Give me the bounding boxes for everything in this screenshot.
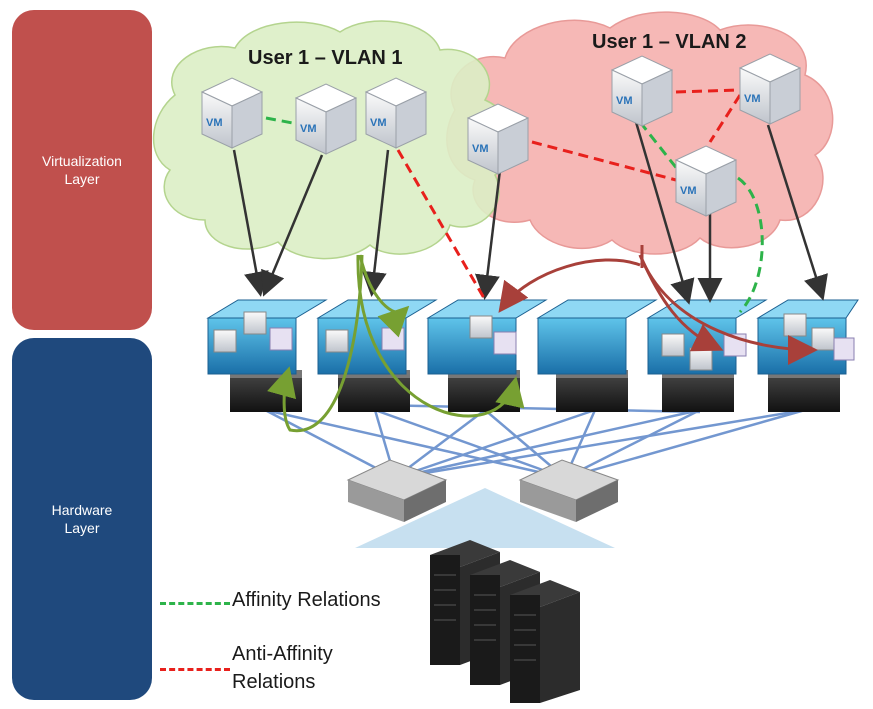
vm-cube-3: VM — [364, 77, 428, 149]
vlan1-title: User 1 – VLAN 1 — [248, 47, 403, 69]
anti-affinity-legend-line — [160, 668, 230, 671]
uplink-triangle — [355, 488, 615, 548]
migration-arrows-green — [267, 254, 525, 433]
hardware-layer-box: Hardware Layer — [12, 338, 152, 700]
network-links — [264, 403, 806, 480]
anti-affinity-links — [396, 88, 742, 299]
hardware-layer-label: Hardware Layer — [51, 502, 113, 536]
server-racks — [430, 540, 580, 703]
vlan2-title: User 1 – VLAN 2 — [592, 31, 747, 53]
vm-cube-4: VM — [466, 103, 530, 175]
vm-label: VM — [370, 117, 387, 129]
vm-cube-7: VM — [674, 145, 738, 217]
vm-cube-2: VM — [294, 83, 358, 155]
vm-cube-6: VM — [738, 53, 802, 125]
vm-label: VM — [616, 95, 633, 107]
placement-arrows — [232, 121, 828, 305]
vm-cube-5: VM — [610, 55, 674, 127]
host-1 — [206, 299, 328, 412]
vm-label: VM — [472, 143, 489, 155]
vm-label: VM — [206, 117, 223, 129]
migration-arrows-red — [498, 245, 818, 365]
anti-affinity-legend-label: Anti-Affinity Relations — [232, 643, 333, 693]
affinity-legend-line — [160, 602, 230, 605]
vm-label: VM — [744, 93, 761, 105]
vm-label: VM — [300, 123, 317, 135]
host-2 — [316, 299, 438, 412]
vm-label: VM — [680, 185, 697, 197]
affinity-links — [265, 116, 764, 314]
network-switch-right — [518, 459, 620, 522]
vm-cube-1: VM — [200, 77, 264, 149]
affinity-legend-label: Affinity Relations — [232, 589, 381, 611]
virtualization-layer-label: Virtualization Layer — [42, 153, 122, 187]
network-switch-left — [346, 459, 448, 522]
virtualization-layer-box: Virtualization Layer — [12, 10, 152, 330]
host-4 — [536, 299, 658, 412]
